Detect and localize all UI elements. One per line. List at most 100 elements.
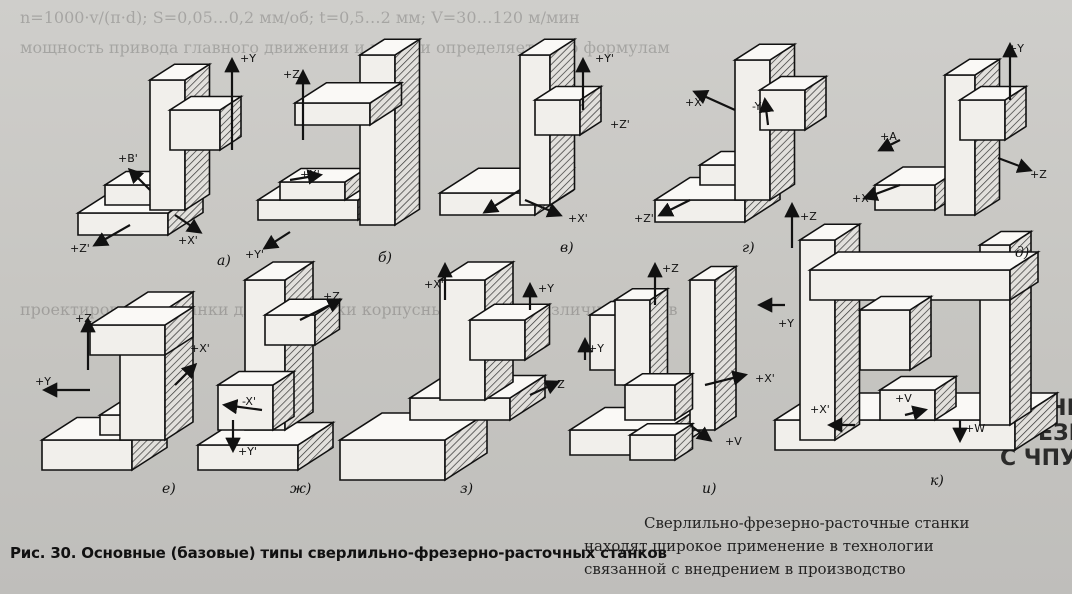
axis-arrow [299, 298, 343, 321]
machine-block [292, 81, 405, 127]
machine-block [612, 287, 671, 387]
para-line: находят широкое применение в технологии [584, 537, 934, 555]
axis-label: +Z [1030, 168, 1047, 181]
axis-label: +Y [538, 282, 554, 295]
panel-label: з) [460, 481, 473, 497]
panel-label: е) [162, 481, 176, 497]
axis-label: +A [880, 130, 897, 143]
axis-arrow [657, 199, 691, 217]
machine-panel [195, 260, 343, 472]
machine-block [757, 75, 829, 132]
machine-panel [872, 57, 1029, 217]
axis-arrow [877, 137, 901, 152]
axis-arrow [689, 424, 713, 442]
axis-label: +W [965, 422, 985, 435]
panel-label: ж) [290, 481, 311, 497]
machine-block [357, 37, 423, 227]
machine-panel [567, 265, 739, 462]
axis-arrow [904, 405, 928, 421]
machine-panel [652, 42, 829, 224]
axis-label: +Y [1008, 42, 1024, 55]
axis-arrow [262, 231, 291, 250]
axis-arrow [174, 214, 203, 234]
axis-arrow [997, 156, 1033, 173]
axis-arrow [704, 370, 748, 387]
para-line: Сверлильно-фрезерно-расточные станки [644, 514, 970, 532]
machine-block [87, 305, 196, 357]
axis-label: +X' [424, 278, 444, 291]
machine-block [467, 302, 553, 362]
machine-block [532, 85, 604, 137]
machine-block [807, 250, 1041, 302]
machine-block [167, 95, 244, 152]
machine-block [872, 165, 966, 212]
axis-arrow [92, 224, 131, 247]
axis-arrow [482, 189, 521, 214]
figure-caption: Рис. 30. Основные (базовые) типы сверлил… [10, 544, 667, 562]
machine-block [622, 372, 696, 422]
machine-block [337, 411, 490, 482]
axis-label: +Z [548, 378, 565, 391]
axis-label: +X' [300, 168, 320, 181]
axis-arrow [221, 399, 263, 415]
panel-label: к) [930, 473, 944, 489]
axis-arrow [758, 96, 775, 126]
machine-block [957, 85, 1029, 142]
panel-label: д) [1015, 245, 1029, 261]
axis-label: +Z' [70, 242, 90, 255]
axis-arrow [174, 362, 198, 386]
axis-arrow [289, 169, 324, 185]
machine-block [627, 422, 696, 462]
machine-panel [255, 37, 423, 227]
axis-label: -Y [752, 100, 762, 113]
panel-label: и) [702, 481, 716, 497]
axis-label: +X' [178, 234, 198, 247]
axis-label: +Z [662, 262, 679, 275]
axis-label: +X' [568, 212, 588, 225]
axis-label: +Y' [595, 52, 614, 65]
axis-label: +Y [588, 342, 604, 355]
machine-block [215, 370, 297, 432]
axis-label: +B' [118, 152, 138, 165]
axis-label: +X' [190, 342, 210, 355]
machine-block [877, 375, 959, 422]
axis-label: +Z' [610, 118, 630, 131]
axis-label: +Z [75, 312, 92, 325]
panel-label: г) [742, 240, 755, 256]
panel-label: в) [560, 240, 574, 256]
axis-arrow [524, 198, 563, 218]
axis-label: +X' [852, 192, 872, 205]
axis-arrow [127, 167, 151, 191]
machine-block [857, 295, 934, 372]
axis-label: +X' [755, 372, 775, 385]
machine-panel [75, 62, 244, 237]
axis-label: +X' [685, 96, 705, 109]
machine-panel [39, 290, 196, 472]
axis-label: +Y' [238, 445, 257, 458]
axis-label: -X' [242, 395, 256, 408]
panel-label: а) [217, 253, 231, 269]
axis-label: +V [895, 392, 912, 405]
axis-label: +Y [240, 52, 256, 65]
axis-label: +Z [800, 210, 817, 223]
machine-panel [772, 222, 1060, 452]
machine-block [277, 167, 369, 202]
axis-arrow [529, 380, 561, 396]
axis-label: +Z' [634, 212, 654, 225]
para-line: связанной с внедрением в производство [584, 560, 906, 578]
axis-label: +Y [778, 317, 794, 330]
machine-block [262, 297, 343, 347]
machine-block [687, 265, 739, 432]
axis-arrow [692, 90, 736, 112]
axis-label: +X' [810, 403, 830, 416]
machine-panel [437, 37, 604, 217]
axis-label: +Z [283, 68, 300, 81]
axis-arrow [862, 183, 901, 201]
panel-label: б) [378, 250, 392, 266]
machine-panel [337, 260, 553, 482]
axis-label: +V [725, 435, 742, 448]
axis-label: +Z [323, 290, 340, 303]
body-paragraph: Сверлильно-фрезерно-расточные станки нах… [584, 512, 1064, 581]
